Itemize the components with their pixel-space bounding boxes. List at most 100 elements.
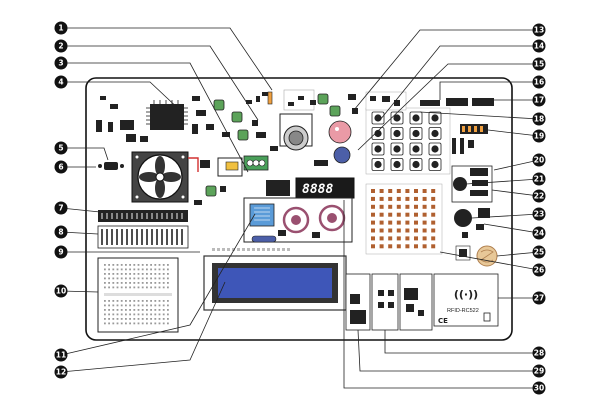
led-dot (388, 189, 393, 193)
callout-disc (532, 112, 546, 126)
potentiometer (453, 177, 467, 191)
callout-badge-7: 7 (54, 201, 68, 215)
led-dot (414, 196, 418, 201)
callout-number: 20 (534, 156, 544, 165)
led-dot (414, 204, 418, 209)
callout-badge-6: 6 (54, 160, 68, 174)
relay-module (194, 155, 269, 205)
callout-leader-19 (487, 129, 540, 137)
led-dot (379, 212, 384, 217)
callout-leader-24 (483, 223, 540, 234)
callout-number: 11 (56, 351, 66, 360)
led-dot (396, 212, 401, 217)
callout-number: 16 (534, 78, 544, 87)
callout-badge-29: 29 (532, 364, 546, 378)
callout-leader-7 (60, 207, 101, 213)
led-dot (422, 228, 427, 233)
led-dot (371, 228, 375, 233)
trash-bin-icon (483, 312, 491, 322)
callout-number: 19 (534, 132, 544, 141)
callout-number: 4 (58, 78, 63, 87)
callout-number: 1 (58, 24, 63, 33)
matrix-key-cap (393, 160, 401, 169)
led-dot (388, 220, 393, 225)
led-dot (379, 236, 384, 241)
gpio-header-8 (97, 225, 189, 249)
callout-badge-21: 21 (532, 172, 546, 186)
led-dot (396, 236, 401, 241)
callout-number: 2 (58, 42, 63, 51)
led-dot (414, 244, 418, 249)
push-button-e[interactable] (329, 105, 341, 117)
callout-badge-13: 13 (532, 23, 546, 37)
callout-number: 13 (534, 26, 544, 35)
push-button-c[interactable] (205, 185, 217, 197)
led-dot (405, 228, 410, 233)
led-dot (405, 220, 410, 225)
callout-number: 7 (58, 204, 63, 213)
push-button-a[interactable] (231, 111, 243, 123)
led-dot (414, 189, 418, 193)
matrix-key-cap (412, 129, 420, 138)
reset-button[interactable] (213, 99, 225, 111)
callout-badge-8: 8 (54, 225, 68, 239)
callout-disc (54, 39, 68, 53)
callout-number: 15 (534, 60, 544, 69)
push-button-b[interactable] (237, 129, 249, 141)
led-dot (396, 204, 401, 209)
callout-number: 23 (534, 210, 544, 219)
joystick-area (270, 89, 358, 166)
connector-16 (420, 100, 440, 106)
callout-disc (54, 284, 68, 298)
matrix-key-cap (374, 160, 382, 169)
callout-leader-26 (439, 251, 540, 271)
callout-disc (532, 57, 546, 71)
led-dot (422, 204, 427, 209)
callout-leader-12 (60, 281, 226, 373)
callout-disc (532, 23, 546, 37)
callout-leader-29 (357, 329, 539, 372)
lcd-display (203, 255, 347, 311)
bottom-modules (345, 273, 433, 331)
led-dot (431, 244, 436, 249)
callout-disc (54, 75, 68, 89)
seven-segment-readout: 8888 (302, 182, 333, 197)
callout-disc (54, 201, 68, 215)
ultrasonic-header (350, 310, 366, 324)
callout-disc (532, 245, 546, 259)
callout-disc (54, 21, 68, 35)
matrix-key-cap (393, 129, 401, 138)
led-dot (371, 220, 375, 225)
callout-badge-23: 23 (532, 207, 546, 221)
led-dot (405, 204, 410, 209)
callout-number: 10 (56, 287, 66, 296)
callout-badge-19: 19 (532, 129, 546, 143)
lcd-pin-header (212, 248, 290, 251)
callout-number: 6 (58, 163, 63, 172)
callout-disc (532, 75, 546, 89)
connector-17a (446, 98, 468, 106)
callout-disc (532, 207, 546, 221)
callout-leader-5 (61, 147, 109, 161)
right-column-modules (451, 165, 498, 267)
callout-number: 21 (534, 175, 544, 184)
push-button-d[interactable] (317, 93, 329, 105)
callout-badge-9: 9 (54, 245, 68, 259)
lcd-screen (218, 268, 332, 298)
seven-segment-display: 8888 (266, 177, 355, 199)
led-dot (379, 228, 384, 233)
led-dot (396, 220, 401, 225)
callout-number: 25 (534, 248, 544, 257)
callout-disc (54, 245, 68, 259)
callout-number: 14 (534, 42, 544, 51)
led-dot (431, 228, 436, 233)
led-dot (396, 244, 401, 249)
led-dot (431, 204, 436, 209)
led-dot (396, 196, 401, 201)
callout-badge-22: 22 (532, 189, 546, 203)
led-dot (431, 236, 436, 241)
motor-connector (104, 162, 118, 170)
callout-leader-23 (471, 213, 540, 219)
callout-disc (54, 141, 68, 155)
callout-badge-2: 2 (54, 39, 68, 53)
